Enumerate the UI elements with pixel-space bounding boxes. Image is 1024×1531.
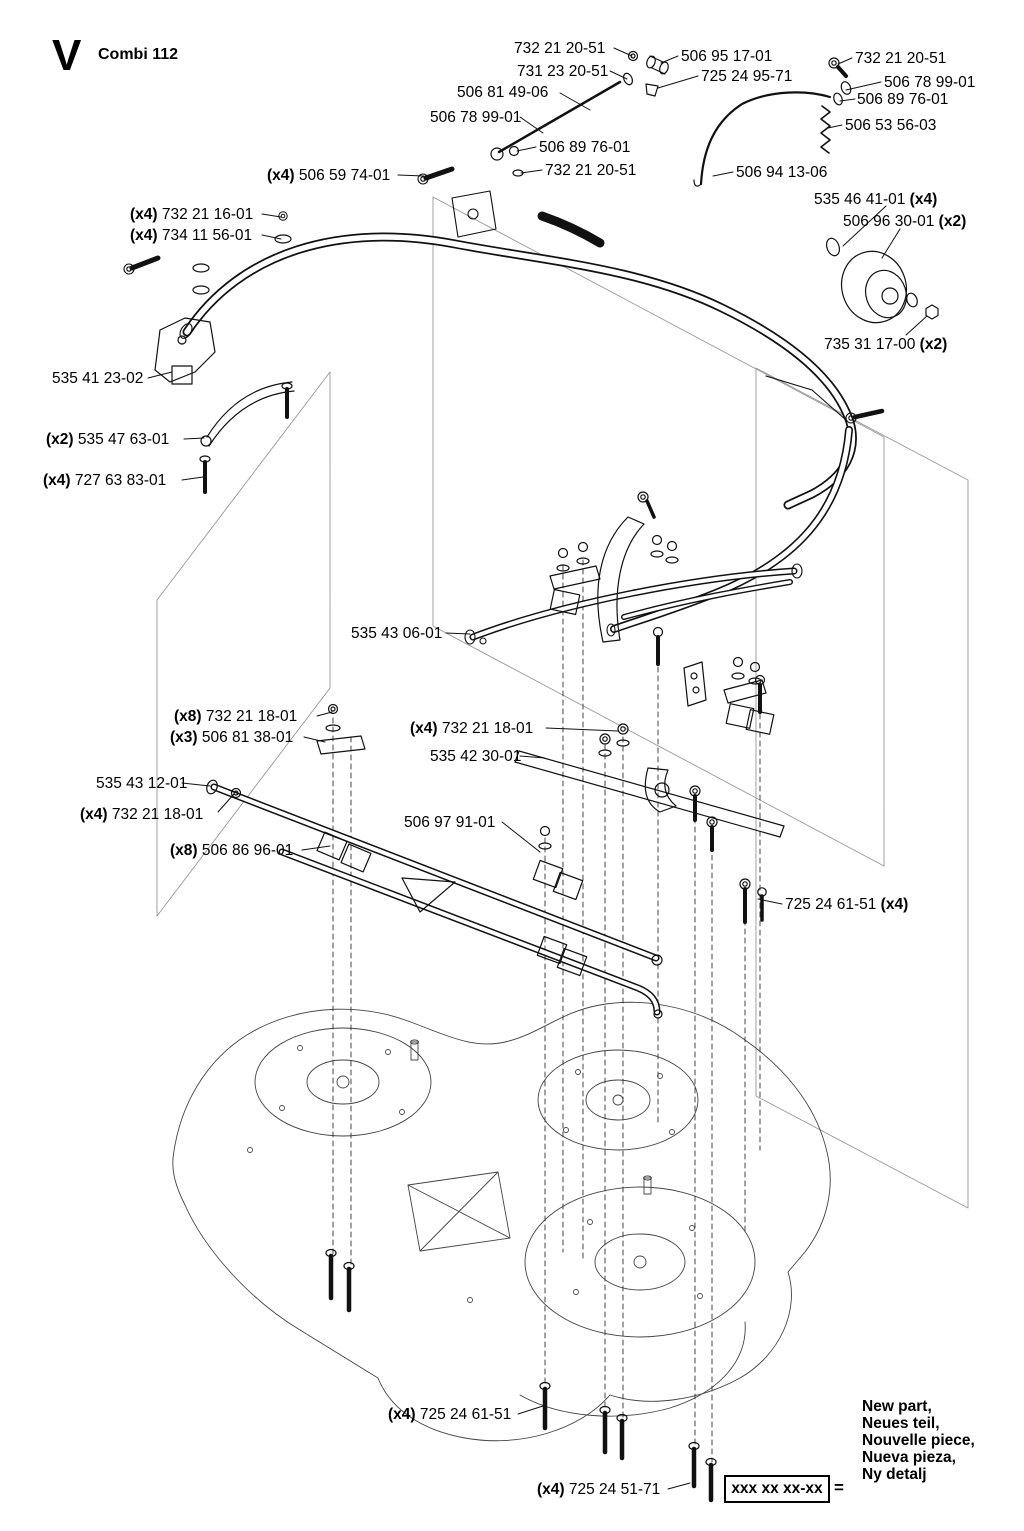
left-bracket-assembly (123, 211, 295, 494)
mower-deck (172, 1001, 831, 1442)
front-support-bar (464, 563, 803, 645)
section-letter: V (52, 31, 82, 80)
equals-sign: = (834, 1478, 844, 1497)
legend-line: New part, (862, 1398, 932, 1415)
legend-line: Neues teil, (862, 1415, 940, 1432)
lower-rod-assembly (206, 703, 663, 1019)
center-bracket-cluster (549, 491, 793, 714)
handlebar-assembly (179, 190, 885, 637)
rear-right-frame (683, 656, 775, 924)
legend-line: Nueva pieza, (862, 1449, 956, 1466)
bottom-bolts (325, 1248, 717, 1503)
leader-lines (147, 47, 928, 1490)
model-title: Combi 112 (98, 46, 179, 63)
roller-assembly (825, 237, 939, 324)
reference-planes (156, 196, 969, 1209)
mounting-strip (514, 723, 785, 852)
part-number-placeholder-box: xxx xx xx-xx (724, 1475, 830, 1503)
legend-text: New part,Neues teil,Nouvelle piece,Nueva… (862, 1398, 975, 1483)
top-linkage-cluster (417, 50, 852, 187)
legend-line: Ny detalj (862, 1466, 927, 1483)
legend-line: Nouvelle piece, (862, 1432, 975, 1449)
projection-lines (332, 559, 761, 1463)
